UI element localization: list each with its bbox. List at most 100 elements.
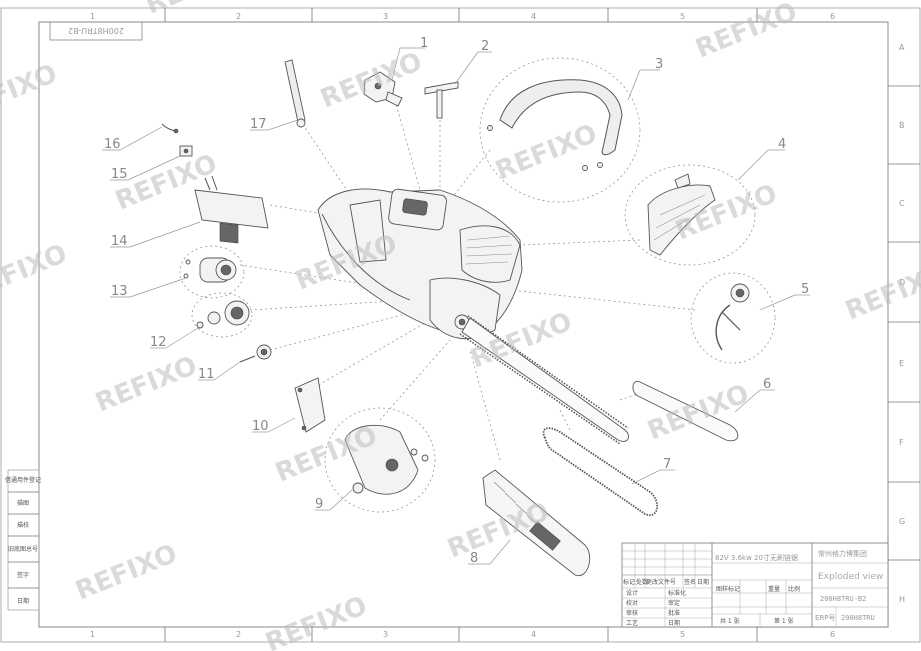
- drawing-number: 200H8TRU-B2: [820, 595, 866, 603]
- sheet-number: 第 1 张: [774, 617, 794, 625]
- column-marker: 2: [236, 12, 241, 21]
- rev-header-signature: 签名: [684, 578, 696, 586]
- drawing-frame: [38, 21, 889, 628]
- outer-frame: [0, 7, 921, 643]
- assembly-leaders: [239, 99, 696, 461]
- role-designer: 设计: [626, 589, 638, 597]
- column-marker: 3: [383, 12, 388, 21]
- callout-1: 1: [420, 36, 428, 51]
- row-marker: E: [899, 359, 904, 368]
- role-standardization: 标准化: [668, 589, 686, 597]
- part-4-hand-guard: [647, 173, 716, 256]
- stage-mark-label: 图样标记: [716, 585, 740, 593]
- side-label: 描图: [17, 499, 29, 507]
- part-9-sprocket-cover: [344, 424, 429, 495]
- rev-header-mark: 标记: [623, 578, 635, 586]
- row-marker: G: [899, 517, 905, 526]
- zone-rows-right: A B C D E F G H: [888, 43, 920, 604]
- role-auditor: 审核: [626, 609, 638, 617]
- company-name: 常州格力博集团: [818, 549, 867, 558]
- side-label: 日期: [17, 597, 29, 605]
- part-14-controller: [194, 175, 269, 244]
- callout-leaders: [102, 47, 810, 565]
- column-marker: 4: [531, 12, 536, 21]
- watermark: REFIXO: [841, 259, 921, 327]
- watermark: REFIXO: [71, 539, 181, 607]
- column-marker: 3: [383, 630, 388, 639]
- watermark: REFIXO: [141, 0, 251, 20]
- callout-6: 6: [763, 377, 771, 392]
- side-registration-panel: 借通用件登记 描图 描校 旧底图总号 签字 日期: [5, 469, 41, 611]
- callout-14: 14: [111, 234, 128, 249]
- callout-7: 7: [663, 457, 671, 472]
- callout-13: 13: [111, 284, 128, 299]
- part-5-oil-pump: [715, 283, 750, 351]
- row-marker: B: [899, 121, 905, 130]
- row-marker: D: [899, 278, 905, 287]
- zone-columns-bottom: 1 2 3 4 5 6: [90, 627, 835, 642]
- role-reviewer: 审定: [668, 599, 680, 607]
- part-2-t-wrench: [424, 81, 459, 119]
- role-checker: 校对: [626, 599, 638, 607]
- part-15-microswitch: [179, 145, 193, 157]
- column-marker: 5: [680, 630, 685, 639]
- side-label: 旧底图总号: [8, 545, 38, 553]
- role-process: 工艺: [626, 619, 638, 627]
- column-marker: 1: [90, 12, 95, 21]
- role-date: 日期: [668, 619, 680, 627]
- part-17-lever: [284, 59, 306, 128]
- row-marker: F: [899, 438, 904, 447]
- row-marker: C: [899, 199, 905, 208]
- part-8-bar-cover: [482, 469, 591, 577]
- watermark: REFIXO: [316, 47, 426, 115]
- erp-label: ERP号: [815, 614, 836, 622]
- drawing-title: Exploded view: [818, 572, 883, 582]
- watermark: REFIXO: [491, 119, 601, 187]
- part-6-guide-bar: [632, 380, 739, 442]
- watermark: REFIXO: [0, 239, 71, 307]
- part-16-wire: [161, 123, 179, 134]
- watermark: REFIXO: [691, 0, 801, 64]
- zone-columns-top: 1 2 3 4 5 6: [90, 8, 835, 22]
- part-3-front-handle: [487, 79, 623, 171]
- part-13-motor: [183, 257, 237, 283]
- stamp-code: 200H8TRU-B2: [68, 26, 124, 35]
- rev-header-date: 日期: [697, 578, 709, 586]
- scale-label: 比例: [788, 585, 800, 593]
- column-marker: 2: [236, 630, 241, 639]
- callout-10: 10: [252, 419, 269, 434]
- title-block: 标记 处数 更改文件号 签名 日期 设计 标准化 校对 审定 审核 批准 工艺 …: [621, 542, 889, 628]
- rev-header-count: 处数: [636, 578, 648, 586]
- part-12-sprocket: [196, 300, 250, 329]
- watermark: REFIXO: [91, 351, 201, 419]
- chainsaw-main-body: [317, 188, 523, 340]
- watermark: REFIXO: [0, 59, 61, 127]
- callout-2: 2: [481, 39, 489, 54]
- side-label: 签字: [17, 571, 29, 579]
- callout-5: 5: [801, 282, 809, 297]
- callout-3: 3: [655, 57, 663, 72]
- part-10-gasket: [294, 377, 326, 433]
- callout-16: 16: [104, 137, 121, 152]
- role-approver: 批准: [668, 609, 680, 617]
- erp-number: 200H8TRU: [841, 614, 875, 622]
- callouts: 1 2 3 4 5 6 7 8 9 10 11 12 13 14 15 16 1…: [104, 36, 809, 566]
- column-marker: 6: [830, 630, 835, 639]
- subassembly-groups: [179, 57, 776, 513]
- part-1-switch-assembly: [363, 71, 403, 107]
- part-11-pinion: [239, 344, 272, 363]
- column-marker: 6: [830, 12, 835, 21]
- column-marker: 5: [680, 12, 685, 21]
- rev-header-doc: 更改文件号: [646, 578, 676, 586]
- row-marker: H: [899, 595, 905, 604]
- side-label: 描校: [17, 521, 29, 529]
- part-7-saw-chain: [542, 427, 659, 517]
- column-marker: 4: [531, 630, 536, 639]
- guide-bar-with-chain: [459, 315, 629, 445]
- callout-15: 15: [111, 167, 128, 182]
- weight-label: 重量: [768, 585, 780, 593]
- callout-11: 11: [198, 367, 215, 382]
- product-name: 82V 3.6kw 20寸无刷链锯: [715, 553, 798, 562]
- sheet-count: 共 1 张: [720, 617, 740, 625]
